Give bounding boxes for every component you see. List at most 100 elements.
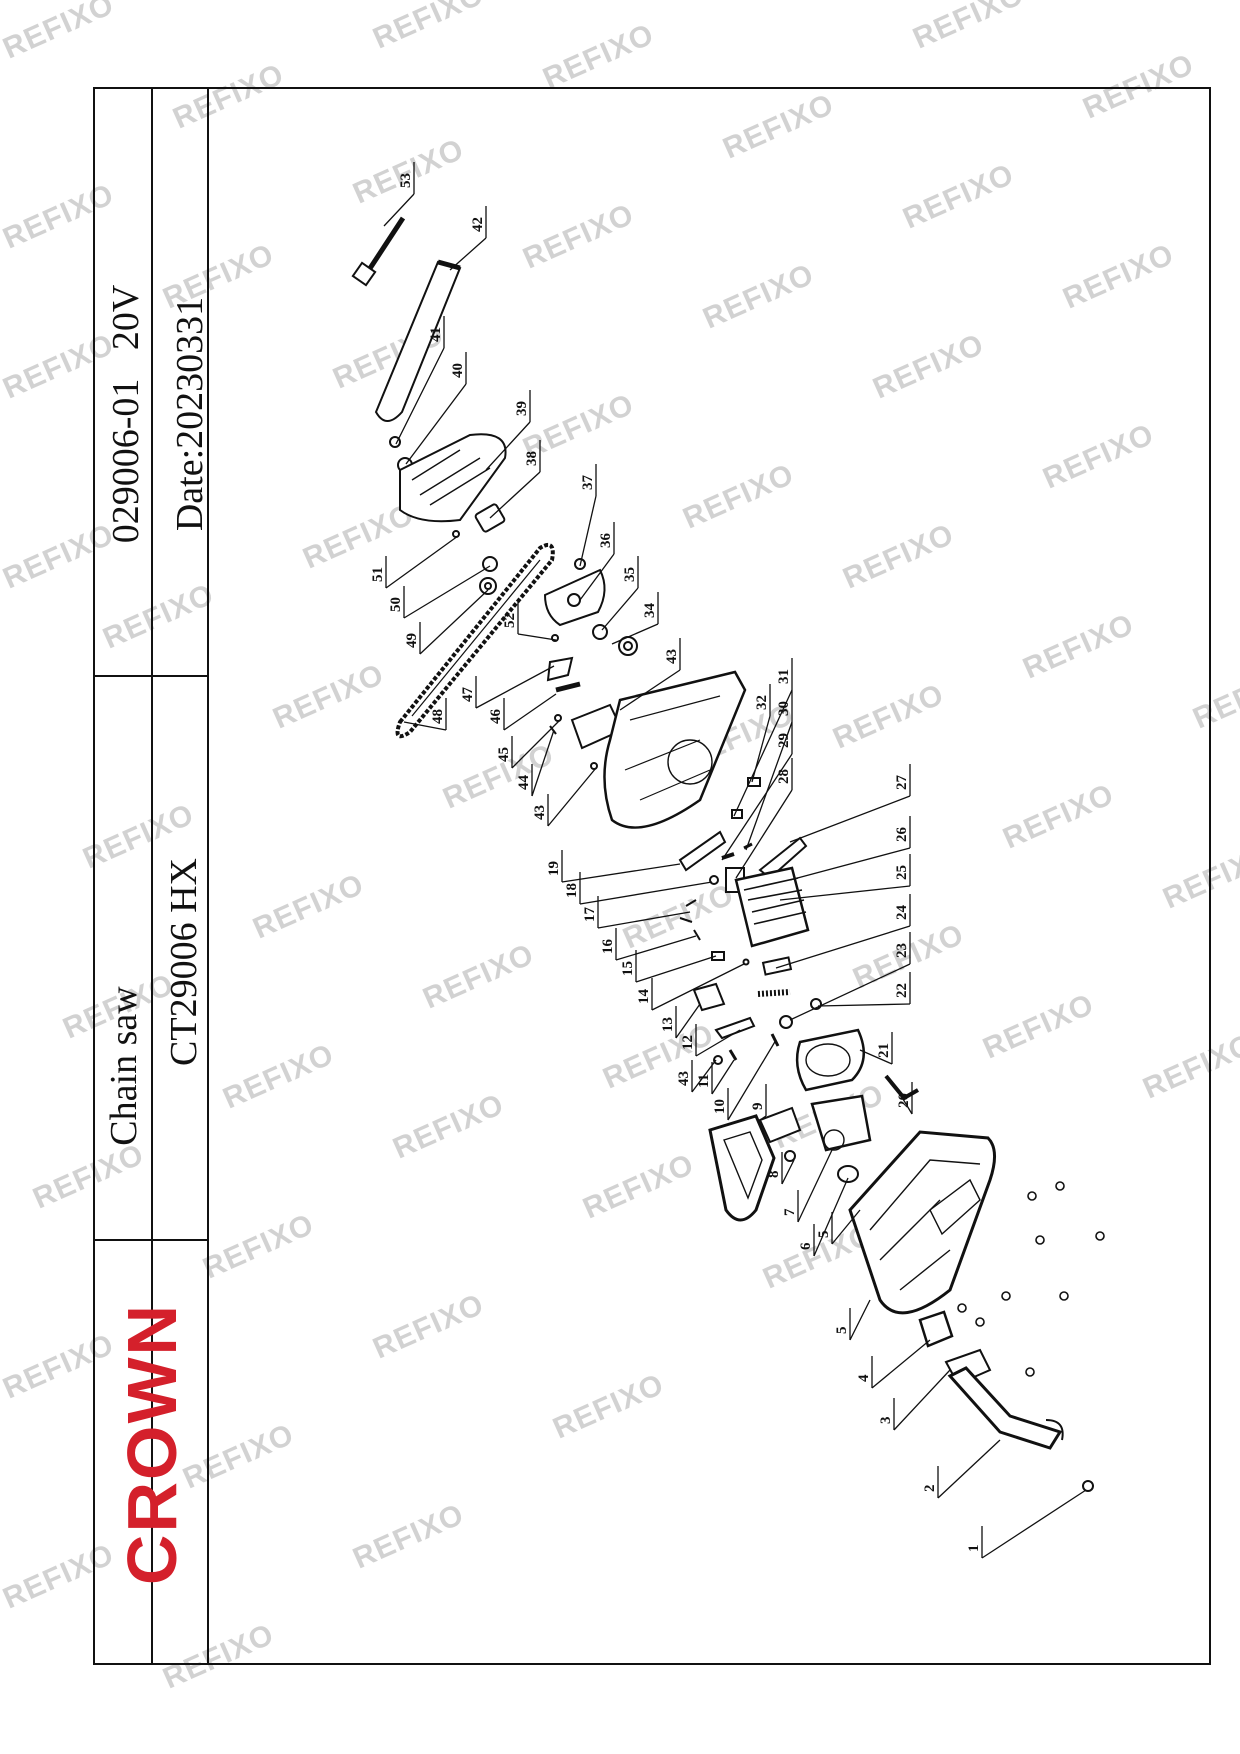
part-9-front-handle [708,1114,776,1222]
callout-leader [789,795,911,843]
callout-leader [789,847,911,881]
callout-leader [475,665,555,709]
callout-label: 22 [894,983,910,998]
callout-leader [695,1029,741,1057]
callout-leader [449,237,487,271]
part-13-switch [692,982,726,1012]
callout-leader [601,587,639,631]
product-name: Chain saw [103,986,145,1146]
callout-leader [635,955,717,983]
part-44 [549,725,557,735]
callout-label: 34 [642,603,658,619]
callout-label: 13 [660,1017,676,1032]
model-number: CT29006 HX [163,858,205,1066]
callout-label: 48 [430,709,446,724]
part-52 [452,530,460,538]
callout-label: 23 [894,943,910,958]
part-22 [779,1015,793,1029]
part-16 [693,929,701,941]
callout-label: 11 [696,1074,712,1088]
title-texts: Chain saw CT29006 HX 029006-01 20V Date:… [103,284,211,1585]
callout-label: 15 [620,961,636,976]
callout-label: 35 [622,567,638,582]
callout-label: 5 [834,1327,850,1335]
part-42 [389,436,401,448]
callout-leader [751,715,771,783]
part-guide-bar [374,259,462,422]
callout-label: 14 [636,989,652,1005]
callout-label: 20 [896,1093,912,1108]
callout-label: 31 [776,669,792,684]
callout-label: 47 [460,687,476,703]
callout-label: 51 [370,567,386,582]
callout-label: 36 [598,533,614,549]
part-37-plate [543,568,606,627]
callout-leader [615,935,697,961]
callout-label: 45 [496,747,512,762]
part-25 [761,956,793,976]
part-18 [709,875,719,885]
callout-leader [893,1369,951,1431]
parts-drawing [351,216,1105,1492]
part-43b [590,762,598,770]
part-50 [479,577,497,595]
drawing-date: Date:20230331 [169,297,211,531]
callout-leader [813,1177,849,1257]
callout-label: 53 [398,173,414,188]
part-8 [784,1150,796,1162]
callout-leader [871,1339,931,1389]
callout-leader [859,1049,893,1065]
callout-label: 2 [922,1485,938,1493]
part-4-knob [918,1310,954,1348]
callout-leader [619,669,681,711]
callout-leader [899,1093,913,1115]
callout-label: 39 [514,401,530,416]
callout-leader [745,721,793,851]
callout-leader [735,789,793,879]
part-46 [555,681,581,693]
callout-label: 49 [404,633,420,648]
callout-leader [597,911,691,929]
callout-leader [981,1489,1087,1559]
part-45 [554,714,562,722]
callout-label: 16 [600,939,616,955]
callout-leader [759,1115,767,1121]
housing-screws [957,1181,1105,1377]
part-6-o-ring [837,1165,859,1183]
callout-leader [781,1159,795,1185]
part-47 [546,656,574,682]
callout-label: 32 [754,695,770,710]
callout-leader [383,193,415,227]
part-36 [592,624,608,640]
part-20-hex-key [884,1074,919,1101]
callout-leader [721,753,793,861]
part-10 [770,1033,780,1047]
callout-layer: 1234556789101112431314151617181920212223… [370,162,1087,1559]
part-5-housing-right [848,1130,996,1315]
callout-label: 28 [776,769,792,784]
callout-label: 40 [450,363,466,378]
callout-leader [789,963,911,1021]
callout-leader [675,1003,701,1039]
callout-leader [385,535,459,589]
callout-leader [775,925,911,969]
callout-leader [547,767,597,827]
callout-leader [711,1059,735,1095]
callout-leader [579,553,615,601]
callout-leader [517,633,557,641]
part-32 [747,777,761,787]
part-1-screw [1082,1480,1094,1492]
part-24-spring [757,989,791,997]
part-code: 029006-01 20V [105,284,147,543]
callout-label: 46 [488,709,504,725]
callout-label: 38 [524,451,540,466]
callout-leader [561,863,681,883]
part-43c [713,1055,723,1065]
callout-leader [503,693,557,731]
callout-leader [579,495,597,567]
part-11 [728,1049,738,1061]
callout-leader [403,721,447,731]
callout-leader [727,1039,777,1121]
